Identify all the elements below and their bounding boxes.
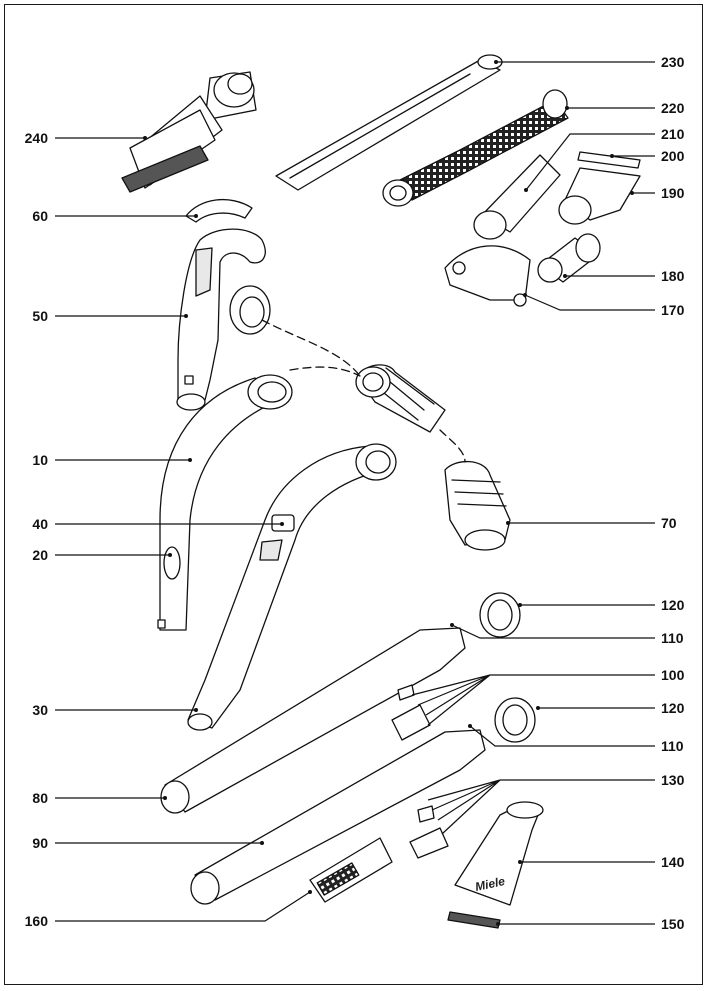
leader-160 [55,891,311,922]
label-60: 60 [32,208,48,224]
label-210: 210 [661,126,685,142]
leader-130 [427,779,655,835]
label-100: 100 [661,667,685,683]
dusting-brush-240 [121,71,257,193]
label-90: 90 [32,835,48,851]
label-30: 30 [32,702,48,718]
label-130: 130 [661,772,685,788]
label-220: 220 [661,100,685,116]
clip-set-130 [409,805,449,859]
label-120-lower: 120 [661,700,685,716]
swivel-joint-70 [444,460,511,551]
diagram-frame [4,4,703,985]
label-190: 190 [661,185,685,201]
dashed-connector [261,319,466,463]
brush-160 [309,837,393,903]
clip-set-100 [391,684,431,741]
label-120-upper: 120 [661,597,685,613]
label-40: 40 [32,516,48,532]
label-150: 150 [661,916,685,932]
label-170: 170 [661,302,685,318]
flexible-crevice-220 [382,89,569,207]
label-180: 180 [661,268,685,284]
nozzle-210 [473,154,561,240]
adapter-170 [444,245,531,307]
upholstery-nozzle-190 [558,167,641,225]
leader-170 [524,294,655,311]
wand-tube-80 [160,592,521,814]
label-110-upper: 110 [661,630,684,646]
clip-60 [185,198,253,223]
label-50: 50 [32,308,48,324]
leader-210 [525,133,655,191]
label-70: 70 [661,515,677,531]
strip-150 [447,911,501,929]
crevice-nozzle-140 [454,801,544,906]
label-10: 10 [32,452,48,468]
brand-mark: Miele [474,874,507,894]
hose-cuff [355,364,446,433]
crevice-tube-230 [275,54,503,191]
leader-100 [411,674,655,726]
strip-200 [577,151,641,169]
label-20: 20 [32,547,48,563]
label-230: 230 [661,54,685,70]
label-80: 80 [32,790,48,806]
label-140: 140 [661,854,685,870]
label-160: 160 [24,913,48,929]
leader-110a [451,624,655,639]
label-240: 240 [24,130,48,146]
label-110-lower: 110 [661,738,684,754]
adapter-180 [537,233,601,283]
curved-wand-10 [157,374,293,631]
label-200: 200 [661,148,685,164]
wand-tube-90 [190,697,536,905]
leader-110b [469,725,655,747]
handle-50 [176,228,271,411]
